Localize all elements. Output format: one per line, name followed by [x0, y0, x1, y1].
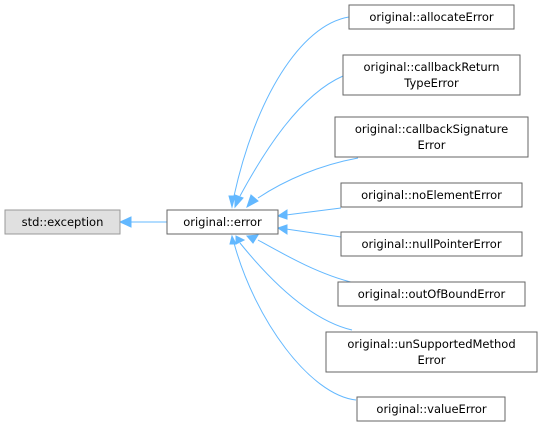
node-callback-signature-error[interactable]: original::callbackSignature Error [334, 116, 529, 158]
arrowhead [234, 194, 244, 209]
node-out-of-bound-error[interactable]: original::outOfBoundError [337, 281, 526, 307]
node-label-line-1: original::unSupportedMethod [347, 337, 515, 351]
arrowhead [276, 209, 288, 220]
node-label-line-1: original::callbackSignature [355, 122, 508, 136]
node-std-exception[interactable]: std::exception [4, 209, 121, 235]
node-null-pointer-error[interactable]: original::nullPointerError [340, 231, 523, 257]
edge-unsupported-method [239, 242, 353, 331]
node-value-error[interactable]: original::valueError [356, 396, 506, 422]
arrowhead [235, 235, 246, 245]
node-label: original::allocateError [369, 10, 493, 24]
node-label: original::noElementError [361, 188, 502, 202]
arrowhead [228, 195, 236, 209]
arrowhead [118, 216, 132, 228]
arrowhead [245, 234, 259, 244]
node-no-element-error[interactable]: original::noElementError [340, 182, 523, 208]
node-original-error[interactable]: original::error [166, 209, 279, 235]
node-label-line-1: original::callbackReturn [364, 60, 500, 74]
node-label: original::nullPointerError [361, 237, 501, 251]
edges [130, 16, 359, 401]
edge-out-of-bound [257, 239, 356, 284]
edge-allocate-error [233, 16, 350, 197]
node-label: original::outOfBoundError [358, 287, 506, 301]
node-label: original::valueError [376, 402, 486, 416]
arrowhead [276, 224, 288, 235]
node-label: original::error [183, 215, 262, 229]
node-label-line-2: Error [417, 353, 445, 367]
arrowheads [118, 194, 288, 245]
edge-null-pointer [285, 228, 342, 238]
node-label: std::exception [22, 215, 104, 229]
node-allocate-error[interactable]: original::allocateError [348, 4, 515, 30]
edge-value-error [233, 242, 357, 401]
arrowhead [246, 194, 259, 209]
node-label-line-2: Error [417, 138, 445, 152]
edge-callback-return [239, 75, 344, 197]
edge-no-element [285, 207, 342, 216]
node-callback-return-type-error[interactable]: original::callbackReturn TypeError [342, 54, 521, 96]
node-label-line-2: TypeError [403, 76, 459, 90]
arrowhead [229, 234, 237, 245]
node-unsupported-method-error[interactable]: original::unSupportedMethod Error [325, 331, 538, 373]
edge-callback-signature [257, 157, 359, 199]
